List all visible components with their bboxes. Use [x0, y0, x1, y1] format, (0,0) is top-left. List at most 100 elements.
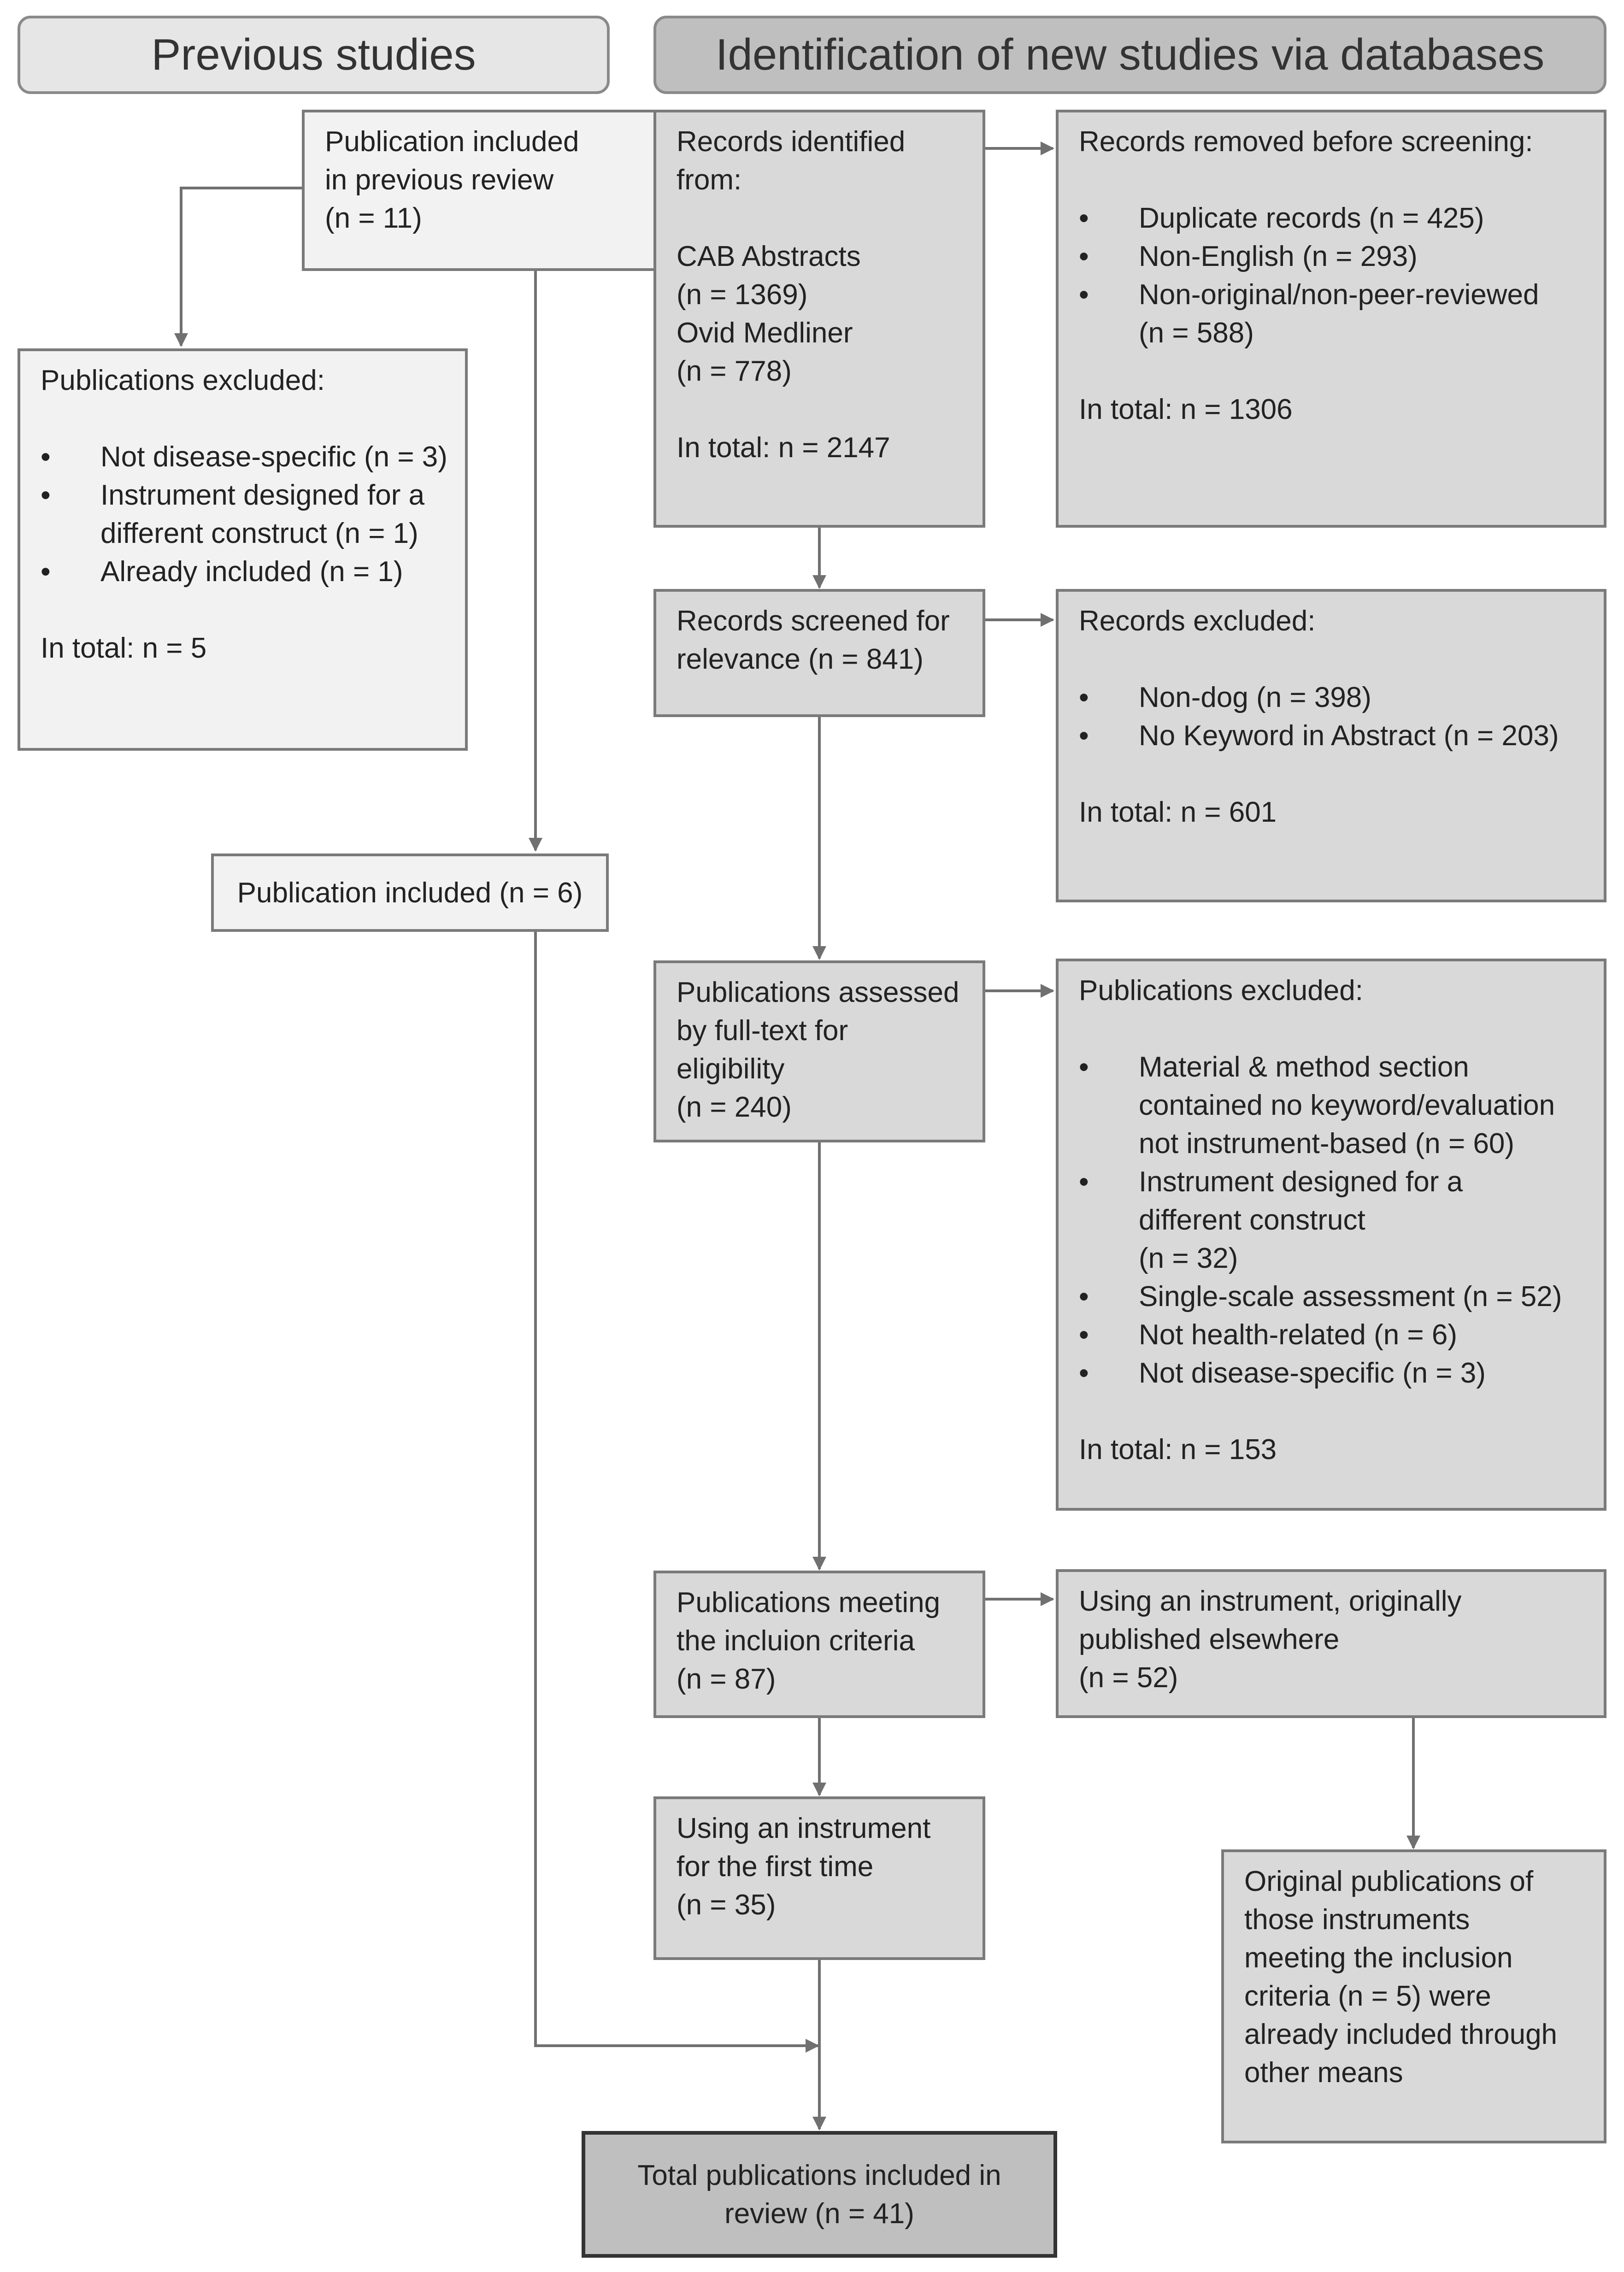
text-line: Ovid Medliner: [677, 317, 853, 349]
text-line: Not disease-specific (n = 3): [1139, 1357, 1486, 1389]
text-line: from:: [677, 164, 742, 196]
text-line: the incluion criteria: [677, 1625, 915, 1657]
text-line: eligibility: [677, 1053, 785, 1085]
spacer: [41, 591, 445, 629]
text-line: Non-original/non-peer-reviewed: [1139, 279, 1539, 311]
box-title: Records removed before screening:: [1079, 126, 1533, 158]
line-included-to-merge: [534, 931, 819, 2053]
text-line: Records identified: [677, 126, 906, 158]
list-item: Single-scale assessment (n = 52): [1079, 1277, 1583, 1316]
text-line: Not disease-specific (n = 3): [100, 441, 447, 473]
text-line: meeting the inclusion: [1244, 1942, 1513, 1974]
list-item: Duplicate records (n = 425): [1079, 199, 1583, 237]
spacer: [677, 199, 962, 237]
list-item: Non-dog (n = 398): [1079, 678, 1583, 717]
text-line: Original publications of: [1244, 1866, 1534, 1897]
fulltext-excluded-list: Material & method section contained no k…: [1079, 1048, 1583, 1392]
box-total: In total: n = 153: [1079, 1434, 1277, 1466]
text-line: Already included (n = 1): [100, 556, 403, 588]
text-line: No Keyword in Abstract (n = 203): [1139, 720, 1559, 752]
text-line: Single-scale assessment (n = 52): [1139, 1281, 1562, 1313]
text-line: In total: n = 2147: [677, 432, 890, 464]
text-line: not instrument-based (n = 60): [1139, 1128, 1515, 1160]
text-line: those instruments: [1244, 1904, 1470, 1936]
spacer: [1079, 352, 1583, 390]
spacer: [1079, 1010, 1583, 1048]
spacer: [41, 400, 445, 438]
text-line: different construct (n = 1): [100, 518, 418, 549]
text-line: Non-English (n = 293): [1139, 241, 1418, 272]
box-total-included: Total publications included in review (n…: [582, 2131, 1057, 2258]
box-meeting-criteria: Publications meeting the incluion criter…: [653, 1571, 985, 1718]
box-previous-included-final: Publication included (n = 6): [211, 853, 609, 932]
header-previous-studies: Previous studies: [18, 16, 610, 94]
text-line: (n = 240): [677, 1091, 792, 1123]
removed-list: Duplicate records (n = 425) Non-English …: [1079, 199, 1583, 352]
text-line: (n = 11): [325, 202, 422, 234]
text-line: Publications assessed: [677, 977, 959, 1008]
box-total: In total: n = 601: [1079, 796, 1277, 828]
box-published-elsewhere: Using an instrument, originally publishe…: [1056, 1569, 1606, 1718]
text-line: for the first time: [677, 1851, 874, 1883]
text-line: Non-dog (n = 398): [1139, 682, 1371, 713]
text-line: Duplicate records (n = 425): [1139, 202, 1484, 234]
list-item: Material & method section contained no k…: [1079, 1048, 1583, 1163]
text-line: already included through: [1244, 2019, 1558, 2050]
box-title: Publications excluded:: [1079, 975, 1363, 1007]
header-previous-label: Previous studies: [151, 30, 476, 79]
text-line: Using an instrument, originally: [1079, 1585, 1462, 1617]
text-line: by full-text for: [677, 1015, 848, 1047]
box-fulltext-assessed: Publications assessed by full-text for e…: [653, 960, 985, 1142]
text-line: Total publications included in: [637, 2159, 1001, 2191]
list-item: Non-English (n = 293): [1079, 237, 1583, 276]
text-line: (n = 1369): [677, 279, 808, 311]
text-line: Material & method section: [1139, 1051, 1469, 1083]
text-line: CAB Abstracts: [677, 241, 861, 272]
spacer: [1079, 640, 1583, 678]
text-line: (n = 35): [677, 1889, 776, 1921]
text-line: Publication included: [325, 126, 579, 158]
header-identification-label: Identification of new studies via databa…: [715, 30, 1545, 79]
text-line: Using an instrument: [677, 1813, 931, 1844]
text-line: Publication included (n = 6): [237, 877, 583, 909]
text-line: published elsewhere: [1079, 1624, 1340, 1655]
text-line: Instrument designed for a: [1139, 1166, 1463, 1198]
list-item: Already included (n = 1): [41, 553, 445, 591]
spacer: [1079, 755, 1583, 793]
text-line: Not health-related (n = 6): [1139, 1319, 1457, 1351]
text-line: other means: [1244, 2057, 1403, 2089]
list-item: Instrument designed for a different cons…: [1079, 1163, 1583, 1277]
text-line: criteria (n = 5) were: [1244, 1980, 1491, 2012]
list-item: Non-original/non-peer-reviewed (n = 588): [1079, 276, 1583, 352]
list-item: Not disease-specific (n = 3): [41, 438, 447, 476]
list-item: Not health-related (n = 6): [1079, 1316, 1583, 1354]
text-line: Instrument designed for a: [100, 479, 425, 511]
header-identification: Identification of new studies via databa…: [653, 16, 1606, 94]
box-first-time: Using an instrument for the first time (…: [653, 1796, 985, 1960]
box-records-excluded: Records excluded: Non-dog (n = 398) No K…: [1056, 589, 1606, 902]
box-records-identified: Records identified from: CAB Abstracts (…: [653, 110, 985, 528]
spacer: [677, 390, 962, 429]
list-item: No Keyword in Abstract (n = 203): [1079, 717, 1583, 755]
text-line: Publications meeting: [677, 1587, 941, 1619]
text-line: Records screened for: [677, 605, 950, 637]
box-title: Publications excluded:: [41, 365, 325, 396]
records-excluded-list: Non-dog (n = 398) No Keyword in Abstract…: [1079, 678, 1583, 755]
list-item: Not disease-specific (n = 3): [1079, 1354, 1583, 1392]
arrow-prev-to-excluded: [174, 187, 302, 347]
text-line: (n = 778): [677, 355, 792, 387]
box-total: In total: n = 1306: [1079, 394, 1293, 425]
text-line: in previous review: [325, 164, 554, 196]
box-records-removed: Records removed before screening: Duplic…: [1056, 110, 1606, 528]
box-original-publications: Original publications of those instrumen…: [1221, 1849, 1606, 2143]
text-line: contained no keyword/evaluation: [1139, 1089, 1555, 1121]
total-text: Total publications included in review (n…: [637, 2156, 1001, 2233]
text-line: different construct: [1139, 1204, 1365, 1236]
box-title: Records excluded:: [1079, 605, 1316, 637]
spacer: [1079, 161, 1583, 199]
text-line: (n = 588): [1139, 317, 1254, 349]
box-previous-excluded: Publications excluded: Not disease-speci…: [18, 348, 468, 751]
box-total: In total: n = 5: [41, 632, 207, 664]
box-records-screened: Records screened for relevance (n = 841): [653, 589, 985, 717]
